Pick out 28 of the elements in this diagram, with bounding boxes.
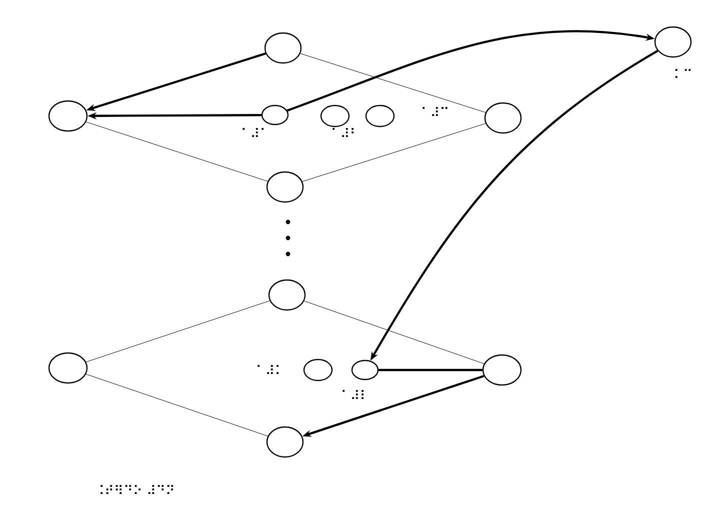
circle-node	[268, 279, 306, 311]
connector-line	[86, 300, 270, 362]
braille-label: ⠁⠼⠁	[242, 128, 264, 137]
circle-node	[266, 171, 304, 203]
braille-label: ⠁⠼⠅	[258, 364, 279, 374]
circle-node	[264, 32, 302, 64]
circle-node	[303, 358, 333, 382]
circle-node	[266, 426, 304, 458]
braille-label: ⠁⠼⠇	[342, 390, 364, 399]
connector-line	[304, 300, 484, 364]
connector-line	[378, 368, 482, 372]
circle-node	[654, 26, 692, 58]
connector-line	[302, 123, 486, 182]
braille-label: ⠅⠉	[675, 68, 691, 78]
circle-node	[48, 352, 88, 384]
circle-node	[261, 104, 289, 126]
circle-node	[482, 354, 522, 386]
circle-node	[48, 100, 88, 132]
connector-line	[300, 53, 486, 113]
connector-line	[86, 122, 268, 182]
circle-node	[351, 360, 379, 380]
braille-label: ⠁⠼⠃	[332, 128, 354, 137]
circle-node	[320, 104, 350, 128]
braille-label: ⠁⠼⠉	[422, 106, 448, 116]
circle-node	[365, 104, 395, 128]
circle-node	[484, 102, 522, 134]
connector-line	[86, 374, 268, 436]
braille-label: ⠨⠞⠻⠙⠕ ⠼⠙⠝	[100, 484, 174, 494]
